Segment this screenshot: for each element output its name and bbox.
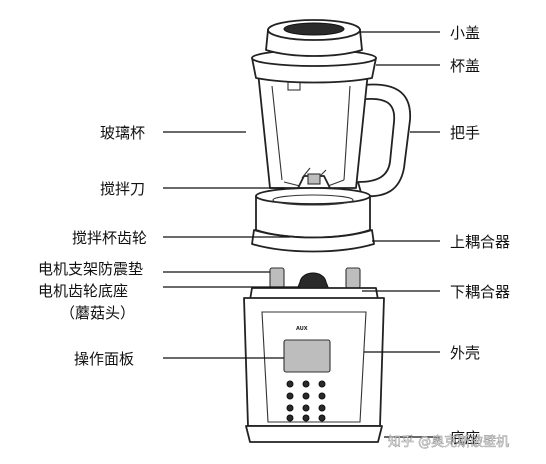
blender-base: AUX xyxy=(243,267,385,443)
glass-cup-body xyxy=(257,71,369,189)
watermark: 知乎 @奥克斯破壁机 xyxy=(388,434,509,450)
brand-logo: AUX xyxy=(296,326,308,332)
label-cup-lid: 杯盖 xyxy=(450,57,480,75)
part-labels: 小盖 杯盖 玻璃杯 把手 搅拌刀 搅拌杯齿轮 上耦合器 电机支架防震垫 电机齿轮… xyxy=(38,24,510,447)
bracket-pad-right xyxy=(345,267,361,289)
label-small-lid: 小盖 xyxy=(450,24,480,42)
label-handle: 把手 xyxy=(450,124,480,142)
label-motor-gear-base-line2: （蘑菇头） xyxy=(60,304,135,322)
blender-jar xyxy=(251,19,411,253)
bracket-pad-left xyxy=(269,267,285,289)
label-glass-cup: 玻璃杯 xyxy=(100,124,145,142)
label-housing: 外壳 xyxy=(450,344,480,362)
blade-assembly xyxy=(283,167,345,189)
control-panel-screen xyxy=(283,339,331,373)
label-base: 底座 xyxy=(450,429,480,447)
label-blade: 搅拌刀 xyxy=(100,180,145,198)
label-lower-coupler: 下耦合器 xyxy=(450,283,510,301)
label-cup-gear: 搅拌杯齿轮 xyxy=(72,229,147,247)
control-buttons xyxy=(286,380,326,422)
label-upper-coupler: 上耦合器 xyxy=(450,233,510,251)
leader-lines xyxy=(163,31,440,438)
label-control-panel: 操作面板 xyxy=(74,350,134,368)
label-motor-bracket-pad: 电机支架防震垫 xyxy=(38,260,143,278)
label-motor-gear-base-line1: 电机齿轮底座 xyxy=(38,282,128,300)
upper-coupler-shape xyxy=(251,229,375,253)
base-foot-shape xyxy=(245,425,383,443)
